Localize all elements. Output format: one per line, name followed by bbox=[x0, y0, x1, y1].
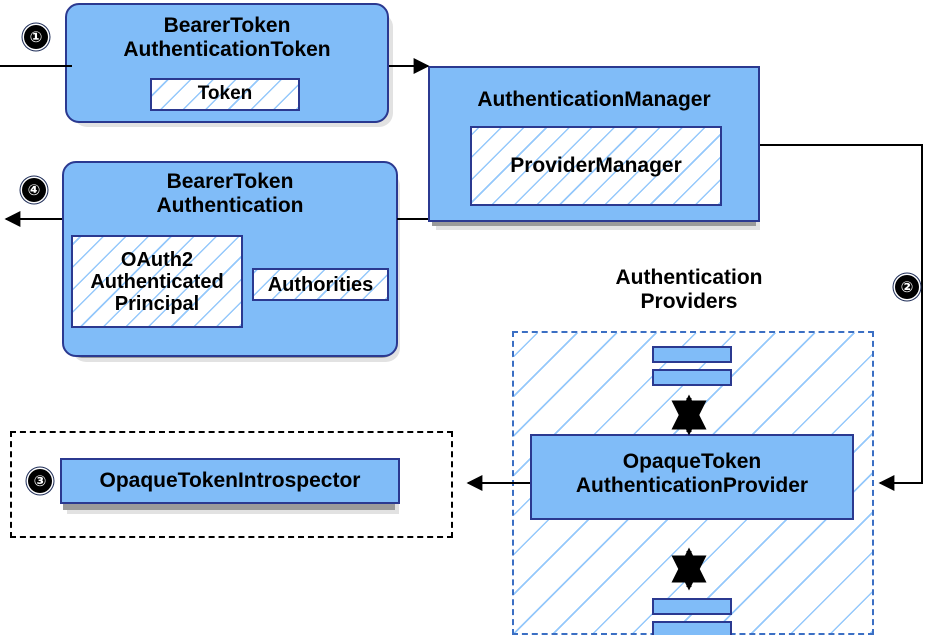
node-opaque-token-introspector[interactable]: OpaqueTokenIntrospector bbox=[60, 458, 400, 504]
authentication-providers-label: Authentication Providers bbox=[615, 266, 763, 314]
provider-stack-bottom-bar-2 bbox=[652, 621, 732, 635]
token-inner-box[interactable]: Token bbox=[150, 78, 300, 111]
provider-stack-top-bar-1 bbox=[652, 346, 732, 363]
bearer-token-authentication-token-label: BearerToken AuthenticationToken bbox=[123, 14, 331, 61]
badge-step-3: ③ bbox=[28, 469, 52, 493]
oauth2-authenticated-principal-box[interactable]: OAuth2 Authenticated Principal bbox=[71, 235, 243, 328]
token-label: Token bbox=[197, 83, 253, 105]
opaque-token-authentication-provider-label: OpaqueToken AuthenticationProvider bbox=[575, 450, 809, 497]
provider-stack-top-bar-2 bbox=[652, 369, 732, 386]
badge-step-2: ② bbox=[895, 275, 919, 299]
authorities-box[interactable]: Authorities bbox=[252, 268, 389, 301]
provider-manager-inner-box[interactable]: ProviderManager bbox=[470, 126, 722, 206]
badge-step-1: ① bbox=[24, 25, 48, 49]
node-opaque-token-authentication-provider[interactable]: OpaqueToken AuthenticationProvider bbox=[530, 434, 854, 520]
badge-step-4: ④ bbox=[22, 178, 46, 202]
introspector-group-region bbox=[10, 431, 453, 538]
provider-stack-bottom-bar-1 bbox=[652, 598, 732, 615]
provider-manager-label: ProviderManager bbox=[510, 154, 682, 178]
bearer-token-authentication-label: BearerToken Authentication bbox=[156, 170, 304, 217]
oauth2-authenticated-principal-label: OAuth2 Authenticated Principal bbox=[90, 248, 224, 315]
authorities-label: Authorities bbox=[267, 273, 374, 296]
authentication-manager-label: AuthenticationManager bbox=[477, 88, 711, 111]
opaque-token-introspector-label: OpaqueTokenIntrospector bbox=[99, 469, 361, 493]
